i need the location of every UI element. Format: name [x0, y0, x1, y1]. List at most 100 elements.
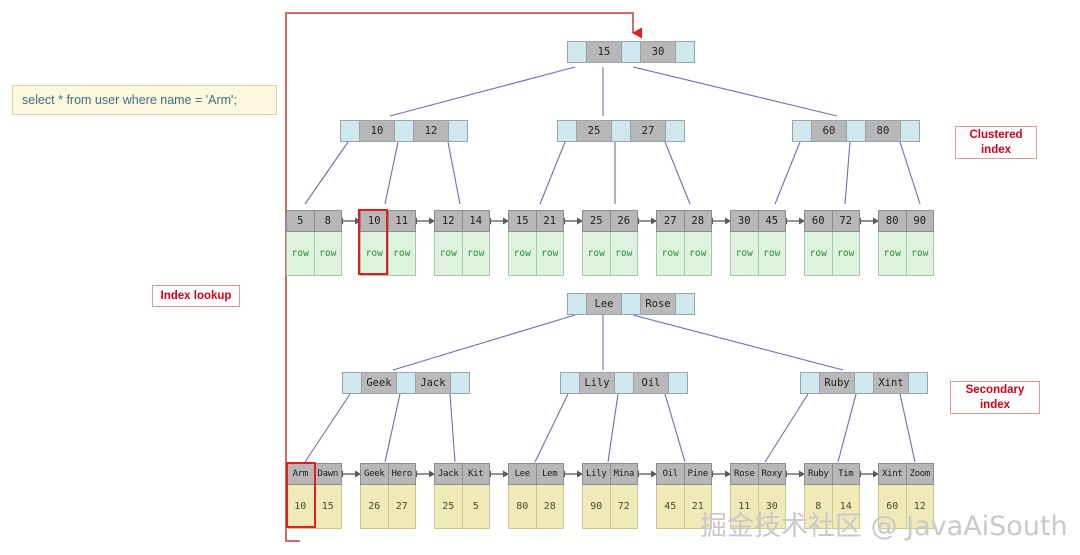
leaf-id-cell: 11: [731, 485, 759, 528]
leaf-row-cell: row: [684, 232, 711, 275]
clustered-internal-node-2[interactable]: 25 27: [557, 120, 685, 142]
leaf-key-cell: Ruby: [805, 464, 833, 484]
key-cell: 30: [641, 42, 676, 62]
leaf-key-row: 80 90: [878, 210, 934, 232]
leaf-row-cell: row: [462, 232, 489, 275]
leaf-value-row: 60 12: [878, 485, 934, 529]
leaf-id-cell: 15: [314, 485, 341, 528]
leaf-id-cell: 10: [287, 485, 315, 528]
leaf-value-row: 80 28: [508, 485, 564, 529]
leaf-key-cell: 27: [657, 211, 685, 231]
secondary-leaf-9[interactable]: Xint Zoom 60 12: [878, 463, 934, 529]
leaf-key-row: Lily Mina: [582, 463, 638, 485]
key-cell: Oil: [634, 373, 669, 393]
leaf-row-cell: row: [879, 232, 907, 275]
leaf-id-cell: 14: [832, 485, 859, 528]
key-cell: 15: [587, 42, 622, 62]
pointer-cell: [341, 121, 360, 141]
leaf-row-cell: row: [657, 232, 685, 275]
secondary-internal-node-3[interactable]: Ruby Xint: [800, 372, 928, 394]
pointer-cell: [622, 42, 641, 62]
leaf-id-cell: 21: [684, 485, 711, 528]
leaf-key-cell: 5: [287, 211, 315, 231]
pointer-cell: [793, 121, 812, 141]
leaf-key-row: 10 11: [360, 210, 416, 232]
leaf-id-cell: 5: [462, 485, 489, 528]
pointer-cell: [568, 294, 587, 314]
pointer-cell: [449, 121, 467, 141]
clustered-leaf-2[interactable]: 10 11 row row: [360, 210, 416, 276]
leaf-key-cell: 28: [684, 211, 711, 231]
clustered-internal-node-3[interactable]: 60 80: [792, 120, 920, 142]
leaf-key-cell: Jack: [435, 464, 463, 484]
secondary-root-node[interactable]: Lee Rose: [567, 293, 695, 315]
leaf-key-row: 60 72: [804, 210, 860, 232]
leaf-key-cell: 80: [879, 211, 907, 231]
leaf-key-cell: Pine: [684, 464, 711, 484]
clustered-leaf-5[interactable]: 25 26 row row: [582, 210, 638, 276]
key-cell: 10: [360, 121, 395, 141]
secondary-leaf-4[interactable]: Lee Lem 80 28: [508, 463, 564, 529]
clustered-leaf-7[interactable]: 30 45 row row: [730, 210, 786, 276]
leaf-row-cell: row: [509, 232, 537, 275]
leaf-id-cell: 60: [879, 485, 907, 528]
leaf-key-row: Geek Hero: [360, 463, 416, 485]
pointer-cell: [909, 373, 927, 393]
leaf-key-cell: Zoom: [906, 464, 933, 484]
leaf-key-cell: Arm: [287, 464, 315, 484]
leaf-key-row: 27 28: [656, 210, 712, 232]
leaf-value-row: 90 72: [582, 485, 638, 529]
secondary-leaf-6[interactable]: Oil Pine 45 21: [656, 463, 712, 529]
secondary-leaf-8[interactable]: Ruby Tim 8 14: [804, 463, 860, 529]
leaf-row-cell: row: [536, 232, 563, 275]
clustered-leaf-4[interactable]: 15 21 row row: [508, 210, 564, 276]
secondary-leaf-3[interactable]: Jack Kit 25 5: [434, 463, 490, 529]
leaf-key-row: Rose Roxy: [730, 463, 786, 485]
pointer-cell: [451, 373, 469, 393]
leaf-key-cell: Lily: [583, 464, 611, 484]
secondary-internal-node-2[interactable]: Lily Oil: [560, 372, 688, 394]
clustered-root-node[interactable]: 15 30: [567, 41, 695, 63]
leaf-value-row: row row: [878, 232, 934, 276]
clustered-leaf-1[interactable]: 5 8 row row: [286, 210, 342, 276]
pointer-cell: [901, 121, 919, 141]
leaf-key-cell: Hero: [388, 464, 415, 484]
pointer-cell: [561, 373, 580, 393]
leaf-id-cell: 30: [758, 485, 785, 528]
secondary-leaf-1[interactable]: Arm Dawn 10 15: [286, 463, 342, 529]
key-cell: Ruby: [820, 373, 855, 393]
secondary-index-label: Secondary index: [950, 381, 1040, 414]
secondary-leaf-2[interactable]: Geek Hero 26 27: [360, 463, 416, 529]
clustered-leaf-8[interactable]: 60 72 row row: [804, 210, 860, 276]
leaf-key-cell: Geek: [361, 464, 389, 484]
leaf-key-cell: Tim: [832, 464, 859, 484]
key-cell: 60: [812, 121, 847, 141]
sql-query-box: select * from user where name = 'Arm';: [12, 85, 277, 115]
leaf-key-cell: 26: [610, 211, 637, 231]
clustered-leaf-3[interactable]: 12 14 row row: [434, 210, 490, 276]
leaf-row-cell: row: [805, 232, 833, 275]
watermark-text: 掘金技术社区 @ JavaAiSouth: [700, 511, 1068, 542]
leaf-key-cell: 25: [583, 211, 611, 231]
leaf-row-cell: row: [361, 232, 389, 275]
leaf-id-cell: 26: [361, 485, 389, 528]
secondary-internal-node-1[interactable]: Geek Jack: [342, 372, 470, 394]
pointer-cell: [615, 373, 634, 393]
pointer-cell: [666, 121, 684, 141]
secondary-leaf-7[interactable]: Rose Roxy 11 30: [730, 463, 786, 529]
pointer-cell: [397, 373, 416, 393]
leaf-key-cell: 14: [462, 211, 489, 231]
secondary-leaf-5[interactable]: Lily Mina 90 72: [582, 463, 638, 529]
leaf-id-cell: 8: [805, 485, 833, 528]
clustered-internal-node-1[interactable]: 10 12: [340, 120, 468, 142]
pointer-cell: [855, 373, 874, 393]
clustered-leaf-6[interactable]: 27 28 row row: [656, 210, 712, 276]
key-cell: 80: [866, 121, 901, 141]
leaf-value-row: 25 5: [434, 485, 490, 529]
index-lookup-label: Index lookup: [152, 285, 240, 307]
leaf-value-row: row row: [508, 232, 564, 276]
leaf-value-row: 26 27: [360, 485, 416, 529]
clustered-leaf-9[interactable]: 80 90 row row: [878, 210, 934, 276]
leaf-key-cell: Lem: [536, 464, 563, 484]
